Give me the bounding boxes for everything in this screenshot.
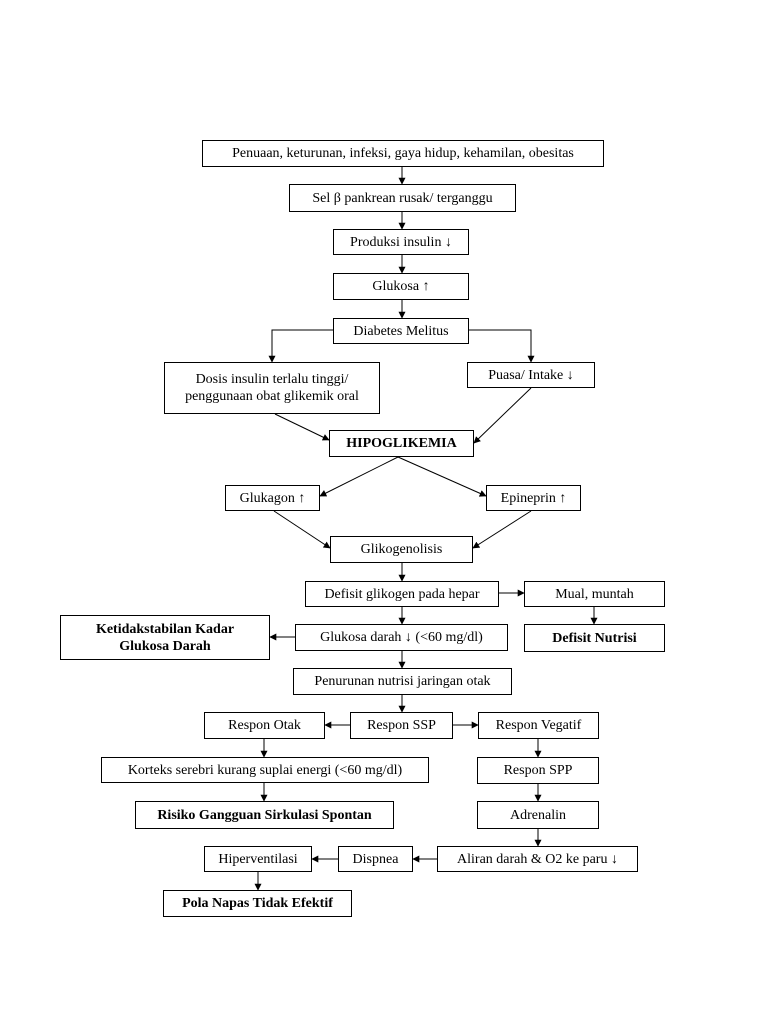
arrow-glucagon-to-glycogenolysis <box>273 510 331 549</box>
blood-glucose-label: Glukosa darah ↓ (<60 mg/dl) <box>320 630 483 645</box>
glycogenolysis-label: Glikogenolisis <box>360 542 443 557</box>
brain-nutrition-label: Penurunan nutrisi jaringan otak <box>314 674 491 689</box>
nausea-node: Mual, muntah <box>524 581 665 607</box>
blood-flow-node: Aliran darah & O2 ke paru ↓ <box>437 846 638 872</box>
insulin-dose-node: Dosis insulin terlalu tinggi/ penggunaan… <box>164 362 380 414</box>
causes-label: Penuaan, keturunan, infeksi, gaya hidup,… <box>232 146 574 161</box>
nutrition-deficit-node: Defisit Nutrisi <box>524 624 665 652</box>
pns-response-label: Respon SPP <box>503 763 573 778</box>
glucose-instability-label: Ketidakstabilan Kadar Glukosa Darah <box>95 621 235 654</box>
causes-node: Penuaan, keturunan, infeksi, gaya hidup,… <box>202 140 604 167</box>
epinephrine-label: Epineprin ↑ <box>500 490 567 506</box>
arrow-hypoglycemia-to-glucagon <box>319 456 399 497</box>
arrow-diabetes-to-fasting <box>469 329 535 363</box>
hyperventilation-label: Hiperventilasi <box>218 851 298 867</box>
breathing-pattern-node: Pola Napas Tidak Efektif <box>163 890 352 917</box>
dyspnea-label: Dispnea <box>352 851 399 867</box>
glucose-up-node: Glukosa ↑ <box>333 273 469 300</box>
fasting-label: Puasa/ Intake ↓ <box>488 367 574 383</box>
arrow-insulin-dose-to-hypoglycemia <box>274 413 330 441</box>
hyperventilation-node: Hiperventilasi <box>204 846 312 872</box>
vegetative-response-label: Respon Vegatif <box>495 718 582 733</box>
glucagon-node: Glukagon ↑ <box>225 485 320 511</box>
epinephrine-node: Epineprin ↑ <box>486 485 581 511</box>
cns-response-label: Respon SSP <box>367 718 436 733</box>
brain-response-node: Respon Otak <box>204 712 325 739</box>
beta-cell-label: Sel β pankrean rusak/ terganggu <box>312 190 493 206</box>
vegetative-response-node: Respon Vegatif <box>478 712 599 739</box>
nutrition-deficit-label: Defisit Nutrisi <box>552 630 637 646</box>
glucose-up-label: Glukosa ↑ <box>372 279 430 294</box>
glucose-instability-node: Ketidakstabilan Kadar Glukosa Darah <box>60 615 270 660</box>
nausea-label: Mual, muntah <box>555 586 634 602</box>
arrow-epinephrine-to-glycogenolysis <box>472 510 532 549</box>
beta-cell-node: Sel β pankrean rusak/ terganggu <box>289 184 516 212</box>
hypoglycemia-label: HIPOGLIKEMIA <box>346 436 457 451</box>
breathing-pattern-label: Pola Napas Tidak Efektif <box>182 896 333 911</box>
glycogenolysis-node: Glikogenolisis <box>330 536 473 563</box>
arrow-fasting-to-hypoglycemia <box>473 387 532 444</box>
arrow-hypoglycemia-to-epinephrine <box>397 456 487 497</box>
glycogen-deficit-label: Defisit glikogen pada hepar <box>324 586 480 602</box>
diabetes-label: Diabetes Melitus <box>353 323 449 339</box>
arrow-diabetes-to-insulin-dose <box>268 329 333 363</box>
adrenaline-node: Adrenalin <box>477 801 599 829</box>
blood-flow-label: Aliran darah & O2 ke paru ↓ <box>457 851 618 867</box>
circulation-risk-label: Risiko Gangguan Sirkulasi Spontan <box>157 807 372 823</box>
cns-response-node: Respon SSP <box>350 712 453 739</box>
pns-response-node: Respon SPP <box>477 757 599 784</box>
brain-response-label: Respon Otak <box>228 718 301 733</box>
adrenaline-label: Adrenalin <box>510 807 566 823</box>
circulation-risk-node: Risiko Gangguan Sirkulasi Spontan <box>135 801 394 829</box>
glucagon-label: Glukagon ↑ <box>239 490 306 506</box>
insulin-production-label: Produksi insulin ↓ <box>350 234 452 250</box>
hypoglycemia-node: HIPOGLIKEMIA <box>329 430 474 457</box>
insulin-dose-label: Dosis insulin terlalu tinggi/ penggunaan… <box>185 372 359 404</box>
cortex-label: Korteks serebri kurang suplai energi (<6… <box>127 762 403 778</box>
